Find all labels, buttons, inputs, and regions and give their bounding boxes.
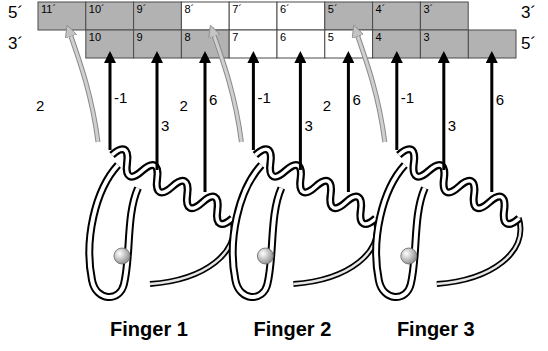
base-cell: 6´ [277,2,325,30]
residue-position: 6 [209,92,217,109]
base-cell-shape [325,2,373,30]
base-number: 6´ [277,2,325,15]
base-cell: 3 [420,30,468,58]
residue-position: -1 [257,90,270,107]
base-number: 8 [181,30,229,43]
base-cell: 7´ [229,2,277,30]
base-cell: 8 [181,30,229,58]
base-number: 5´ [325,2,373,15]
residue-position: -1 [114,90,127,107]
residue-position: 2 [323,98,331,115]
finger-name: Finger 3 [397,318,475,340]
base-number: 4´ [373,2,421,15]
base-number: 9 [134,30,182,43]
base-cell-shape [134,30,182,58]
base-cell-shape [181,2,229,30]
base-cell: 9´ [134,2,182,30]
base-cell-shape [373,30,421,58]
base-cell: 3´ [420,2,468,30]
residue-position: 6 [496,92,504,109]
base-number: 11´ [38,2,86,15]
base-cell: 8´ [181,2,229,30]
base-cell-shape [277,30,325,58]
base-number: 9´ [134,2,182,15]
finger-name: Finger 2 [254,318,332,340]
base-cell-shape [38,2,86,30]
base-cell: 7 [229,30,277,58]
strand-end-label: 3´ [8,35,23,54]
empty-base-cell [468,30,516,58]
zinc-finger [211,28,380,297]
base-number: 10 [86,30,134,43]
base-cell-shape [420,2,468,30]
base-cell: 10 [86,30,134,58]
base-cell: 10´ [86,2,134,30]
base-cell-shape [86,30,134,58]
base-cell: 6 [277,30,325,58]
base-cell-shape [86,2,134,30]
base-cell: 5´ [325,2,373,30]
base-cell-shape [277,2,325,30]
residue-position: 2 [36,98,44,115]
residue-position: 6 [352,92,360,109]
residue-position: 3 [448,118,456,135]
zinc-finger [68,28,237,297]
strand-end-label: 5´ [521,35,536,54]
residue-position: 2 [179,98,187,115]
base-number: 8´ [181,2,229,15]
base-cell-shape [134,2,182,30]
base-cell: 4´ [373,2,421,30]
base-cell-shape [420,30,468,58]
base-number: 4 [373,30,421,43]
base-number: 5 [325,30,373,43]
residue-position: 3 [161,118,169,135]
base-number: 3´ [420,2,468,15]
base-cell-shape [373,2,421,30]
zinc-finger [355,28,524,297]
base-cell-shape [229,2,277,30]
base-number: 7 [229,30,277,43]
residue-position: 3 [304,118,312,135]
base-cell-shape [229,30,277,58]
strand-end-label: 3´ [521,4,536,23]
base-cell: 5 [325,30,373,58]
base-cell: 11´ [38,2,86,30]
base-number: 6 [277,30,325,43]
base-number: 3 [420,30,468,43]
strand-end-label: 5´ [8,4,23,23]
residue-position: -1 [401,90,414,107]
base-number: 10´ [86,2,134,15]
base-cell: 4 [373,30,421,58]
finger-name: Finger 1 [110,318,188,340]
base-number: 7´ [229,2,277,15]
base-cell: 9 [134,30,182,58]
